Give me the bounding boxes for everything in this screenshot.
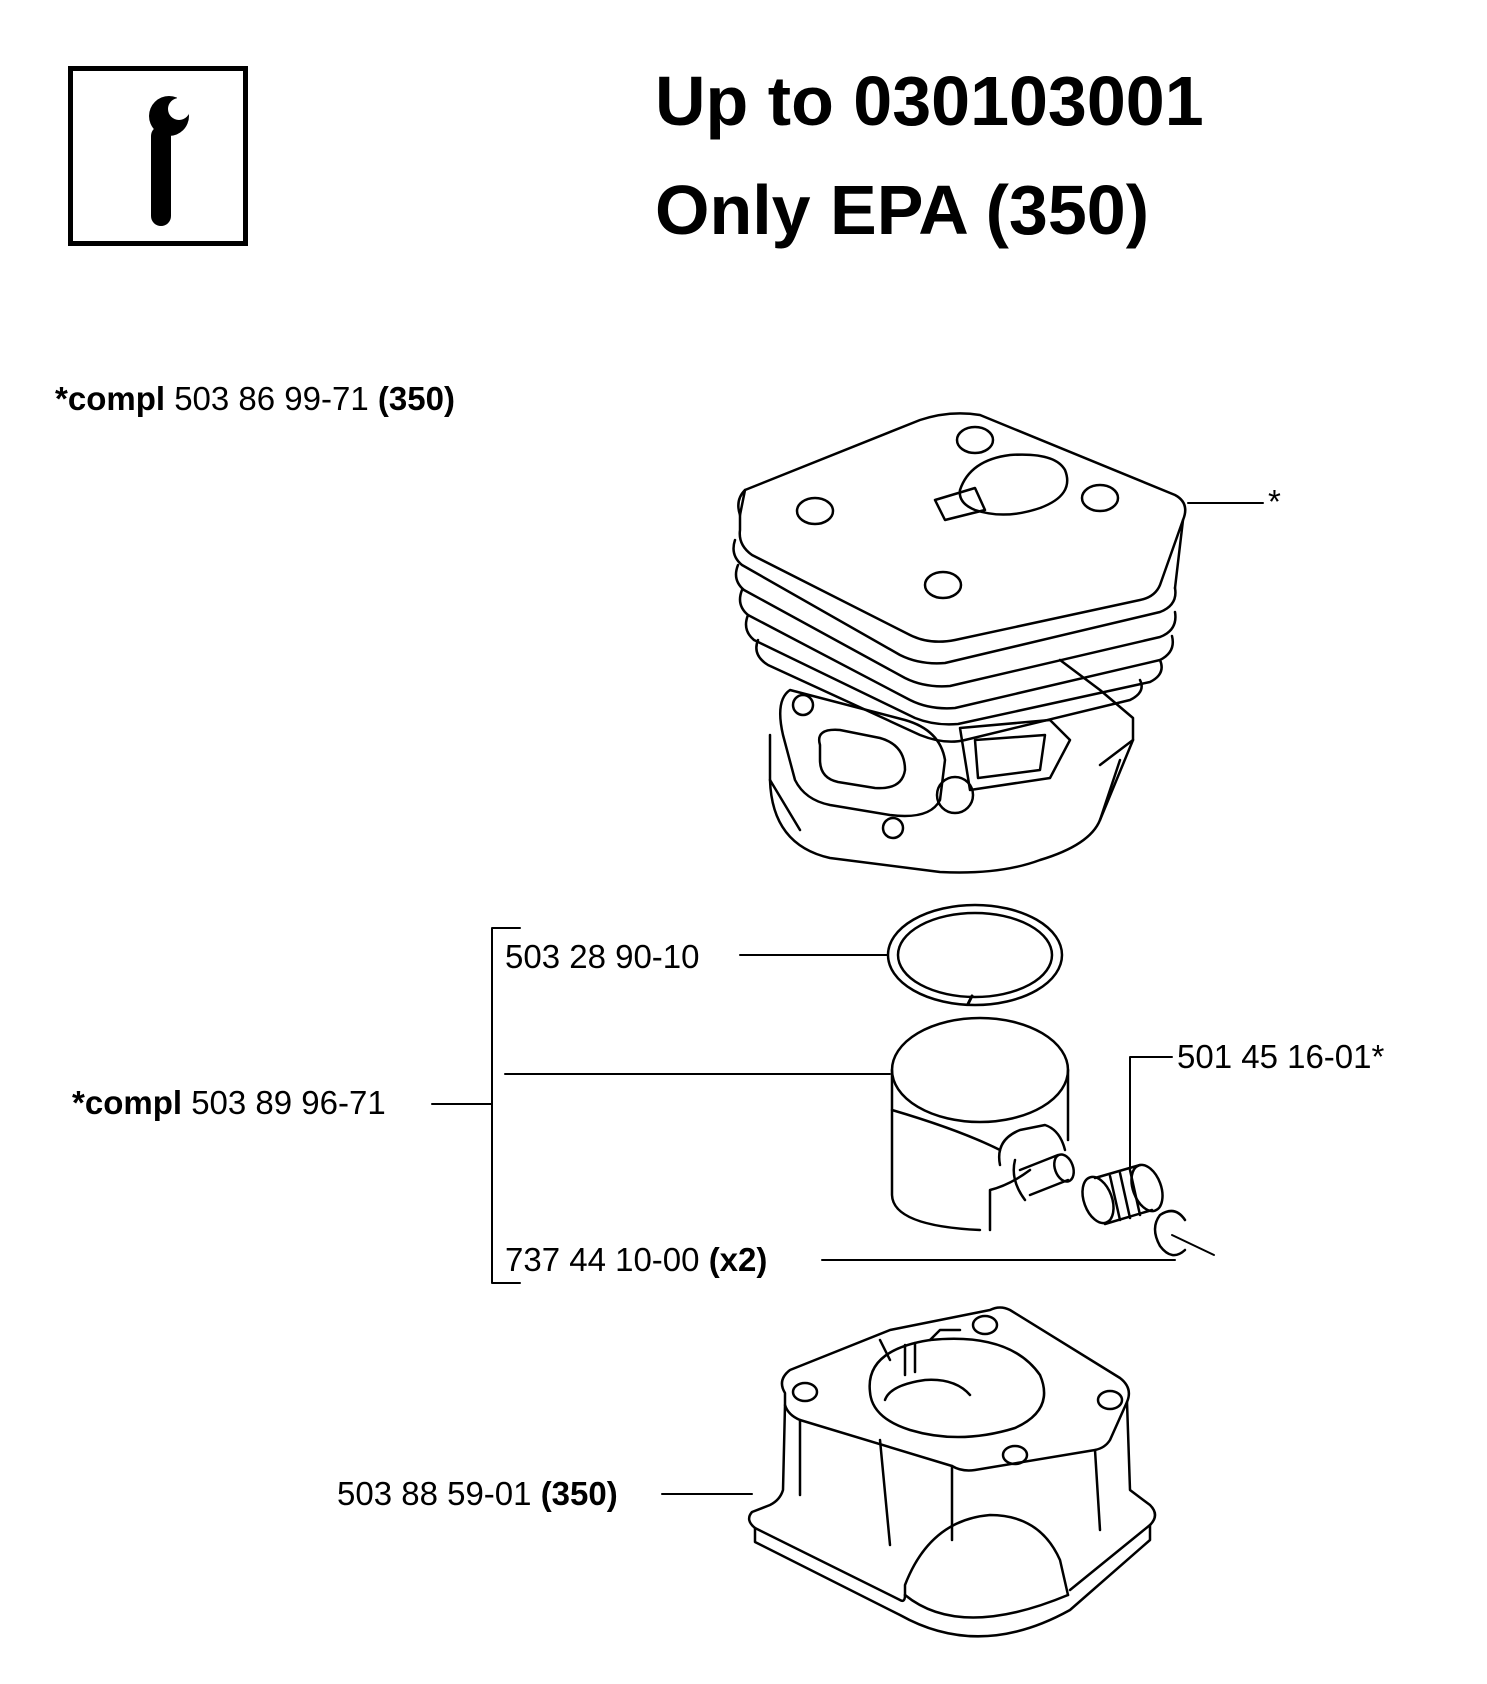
part-number: 737 44 10-00 [505, 1241, 700, 1278]
tool-icon-frame [68, 66, 248, 246]
circlip-label: 737 44 10-00 (x2) [505, 1243, 767, 1276]
piston-assembly-label: *compl 503 89 96-71 [72, 1086, 386, 1119]
piston-pin-drawing [1012, 1153, 1075, 1202]
needle-bearing-label: 501 45 16-01* [1177, 1038, 1385, 1075]
part-number: 503 89 96-71 [191, 1084, 386, 1121]
model-suffix: (350) [377, 380, 455, 417]
crankcase-drawing [747, 1306, 1157, 1638]
compl-prefix: *compl [72, 1084, 183, 1121]
cylinder-assembly-label: *compl 503 86 99-71 (350) [55, 382, 455, 415]
quantity-suffix: (x2) [708, 1241, 768, 1278]
page-title-line1: Up to 030103001 [655, 62, 1204, 140]
part-number: 503 88 59-01 [337, 1475, 532, 1512]
piston-drawing [890, 1016, 1070, 1232]
cylinder-callout-marker: * [1268, 483, 1281, 520]
cylinder-drawing [732, 412, 1187, 874]
wrench-icon [149, 93, 199, 226]
piston-ring-label: 503 28 90-10 [505, 938, 700, 975]
page-title-line2: Only EPA (350) [655, 171, 1150, 249]
crankcase-label: 503 88 59-01 (350) [337, 1477, 618, 1510]
needle-bearing-drawing [1081, 1163, 1164, 1226]
model-suffix: (350) [540, 1475, 618, 1512]
part-number: 503 86 99-71 [174, 380, 369, 417]
compl-prefix: *compl [55, 380, 166, 417]
piston-ring-drawing [886, 903, 1064, 1007]
circlip-drawing [1153, 1209, 1187, 1257]
